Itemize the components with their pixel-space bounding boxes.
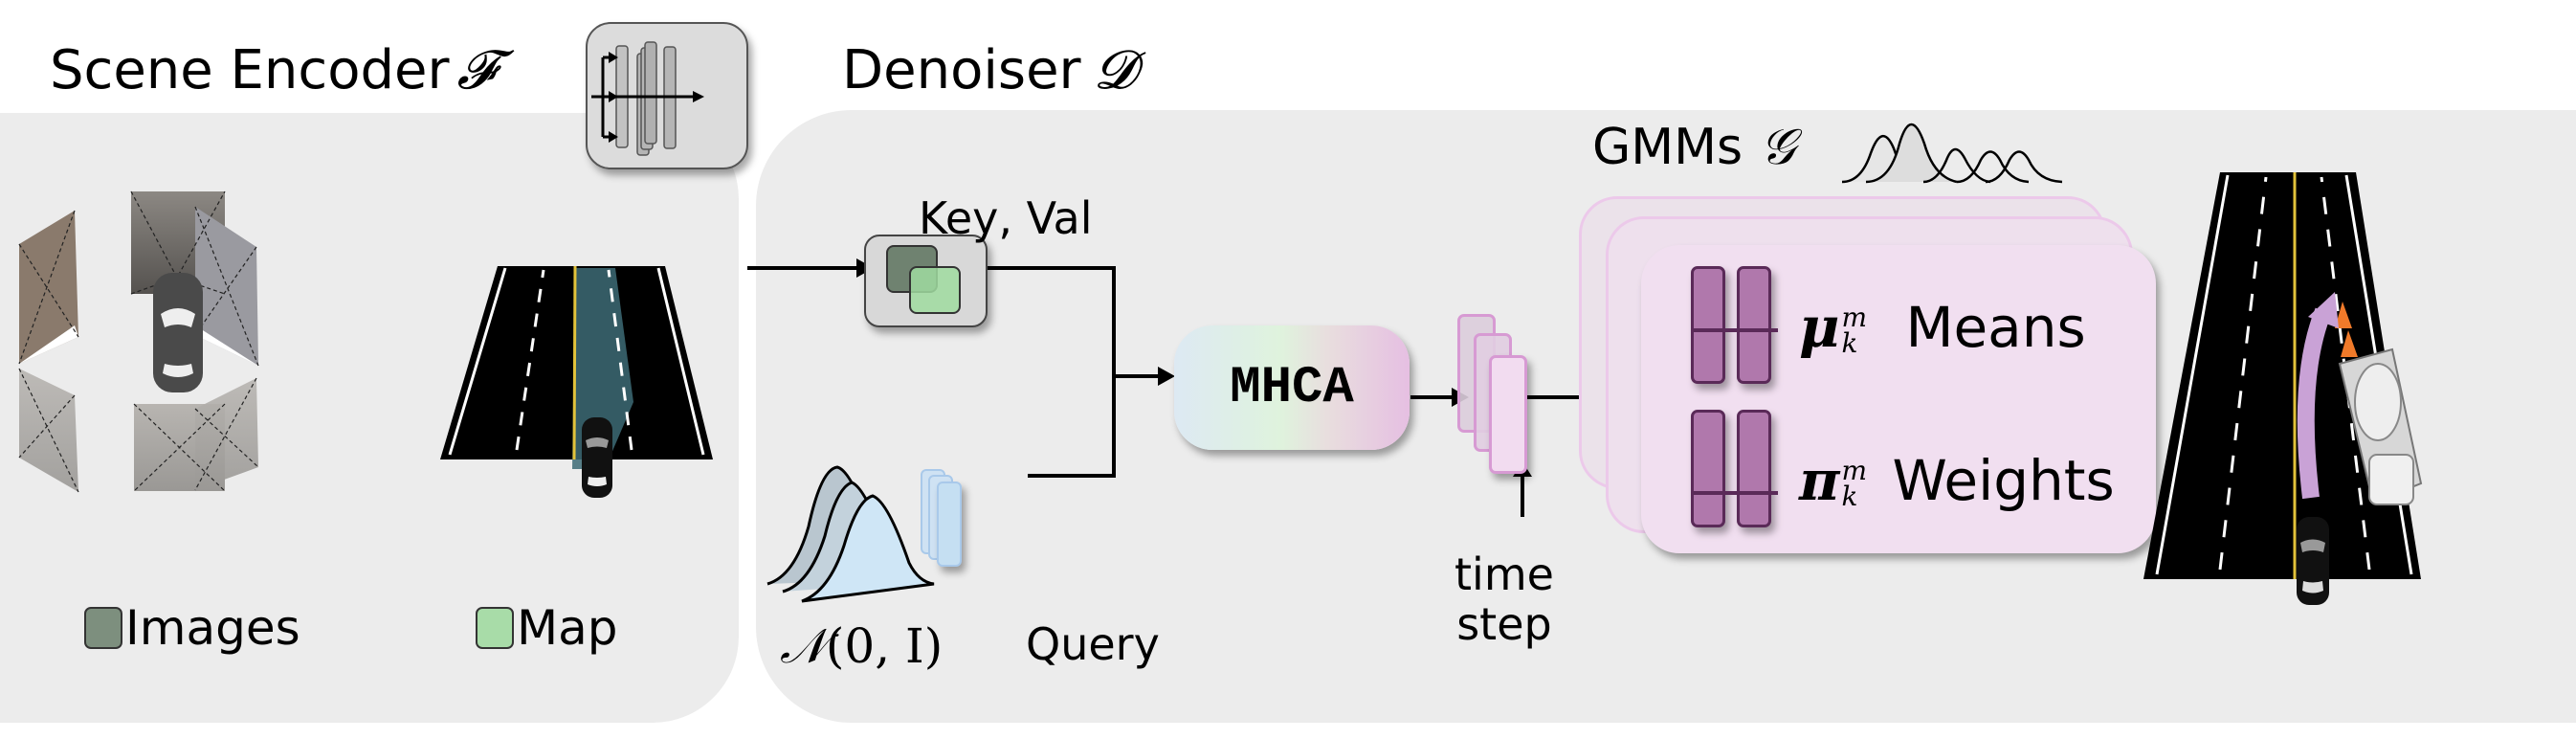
means-subscript: k <box>1841 326 1858 359</box>
normal-symbol: 𝒩 <box>780 618 826 674</box>
denoiser-title-text: Denoiser <box>842 39 1081 101</box>
ego-car-icon <box>2297 517 2329 605</box>
legend-images: Images <box>84 601 300 655</box>
means-head <box>1691 266 1777 386</box>
scene-encoder-title-text: Scene Encoder <box>50 39 450 101</box>
query-label: Query <box>1026 618 1160 670</box>
weights-superscript: m <box>1841 455 1868 487</box>
gaussian-noise-icon <box>766 450 938 603</box>
means-symbol: μ <box>1799 295 1840 360</box>
normal-args: (0, I) <box>825 618 944 674</box>
time-step-line2: step <box>1456 597 1552 650</box>
legend-images-label: Images <box>125 600 300 656</box>
legend-map: Map <box>476 601 618 655</box>
map-swatch <box>476 607 514 649</box>
arrow-head <box>1158 367 1175 386</box>
bev-road-map <box>440 258 713 526</box>
scene-encoder-symbol: 𝓕 <box>456 39 497 101</box>
gaussian-mixture-icon <box>1841 110 2063 187</box>
traffic-cone-icon <box>2335 302 2352 328</box>
gmm-symbol: 𝒢 <box>1760 119 1796 176</box>
traffic-cone-icon <box>2341 330 2358 357</box>
token-block <box>1489 355 1527 474</box>
trajectory-arrow <box>2297 307 2332 500</box>
mhca-label: MHCA <box>1230 358 1354 417</box>
means-superscript: m <box>1841 302 1868 334</box>
key-val-label: Key, Val <box>919 192 1093 244</box>
gmm-panel-front <box>1641 245 2156 553</box>
legend-map-label: Map <box>517 600 618 656</box>
query-block <box>937 481 962 567</box>
denoised-token-stack <box>1457 314 1534 486</box>
mhca-block: MHCA <box>1174 325 1410 450</box>
query-token-stack <box>921 469 978 603</box>
weights-label: Weights <box>1892 448 2115 513</box>
surround-camera-views <box>18 182 402 493</box>
trajectory-arrow-head <box>2308 292 2339 328</box>
time-step-line1: time <box>1455 549 1554 600</box>
predicted-trajectory-road <box>2143 168 2423 617</box>
mixer-truck-icon <box>2338 347 2423 505</box>
mlp-block <box>1691 266 1725 384</box>
map-feature-square <box>909 266 961 314</box>
noise-distribution-label: 𝒩(0, I) <box>780 622 943 670</box>
weights-symbol: π <box>1799 448 1840 513</box>
means-label: Means <box>1905 295 2086 360</box>
ego-car-icon <box>582 417 612 498</box>
weights-subscript: k <box>1841 480 1858 512</box>
network-layers-icon <box>586 22 748 169</box>
mlp-block <box>1737 266 1771 384</box>
images-swatch <box>84 607 122 649</box>
mlp-block <box>1737 410 1771 527</box>
key-val-feature-box <box>864 235 988 327</box>
gmm-title-text: GMMs <box>1592 119 1743 176</box>
denoiser-symbol: 𝓓 <box>1094 39 1136 101</box>
time-step-label: time step <box>1455 549 1554 650</box>
mlp-block <box>1691 410 1725 527</box>
ego-car-icon <box>153 273 203 392</box>
weights-head <box>1691 410 1777 529</box>
